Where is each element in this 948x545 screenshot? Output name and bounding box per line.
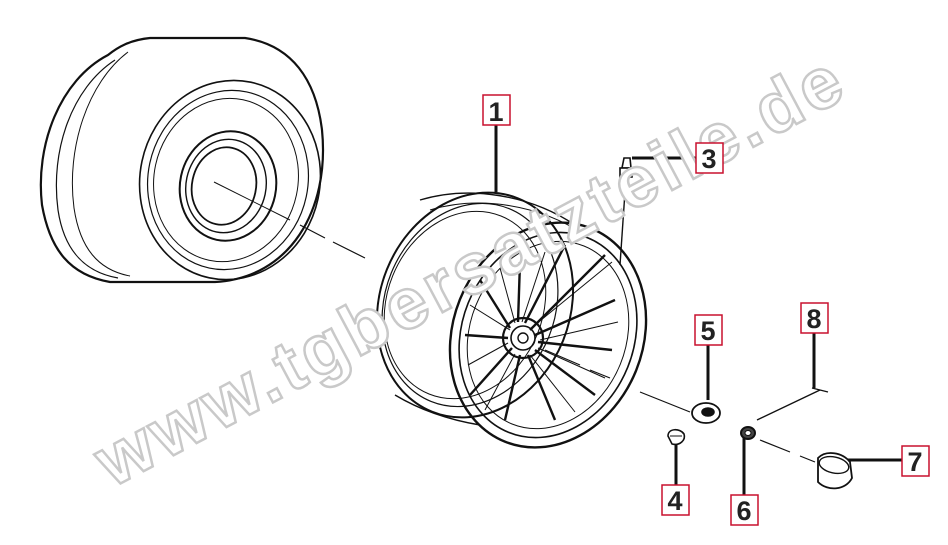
tire [39,36,366,284]
callout-4-box [661,484,690,516]
callout-7[interactable]: 7 [901,445,930,477]
callout-3[interactable]: 3 [695,142,724,174]
callout-7-label: 7 [907,447,922,477]
cap-nut [667,428,686,446]
callout-1-label: 1 [488,97,503,127]
leader-lines [494,124,902,495]
washer [691,402,721,424]
rim [375,191,691,449]
callout-5-label: 5 [700,316,715,346]
callout-7-box [901,445,930,477]
callout-5[interactable]: 5 [694,314,723,346]
callout-6-box [730,494,759,526]
callout-3-box [695,142,724,174]
cotter-pin [756,387,829,463]
callout-8-label: 8 [806,304,821,334]
callout-1-box [482,94,511,126]
callout-4[interactable]: 4 [661,484,690,516]
callout-8[interactable]: 8 [800,302,829,334]
callout-4-label: 4 [667,486,682,516]
valve-stem [619,157,633,266]
callout-8-box [800,302,829,334]
callout-3-label: 3 [701,144,716,174]
callout-6-label: 6 [736,496,751,526]
callout-6[interactable]: 6 [730,494,759,526]
callout-1[interactable]: 1 [482,94,511,127]
hub-cap [817,452,853,490]
callout-5-box [694,314,723,346]
hex-nut [740,426,756,440]
